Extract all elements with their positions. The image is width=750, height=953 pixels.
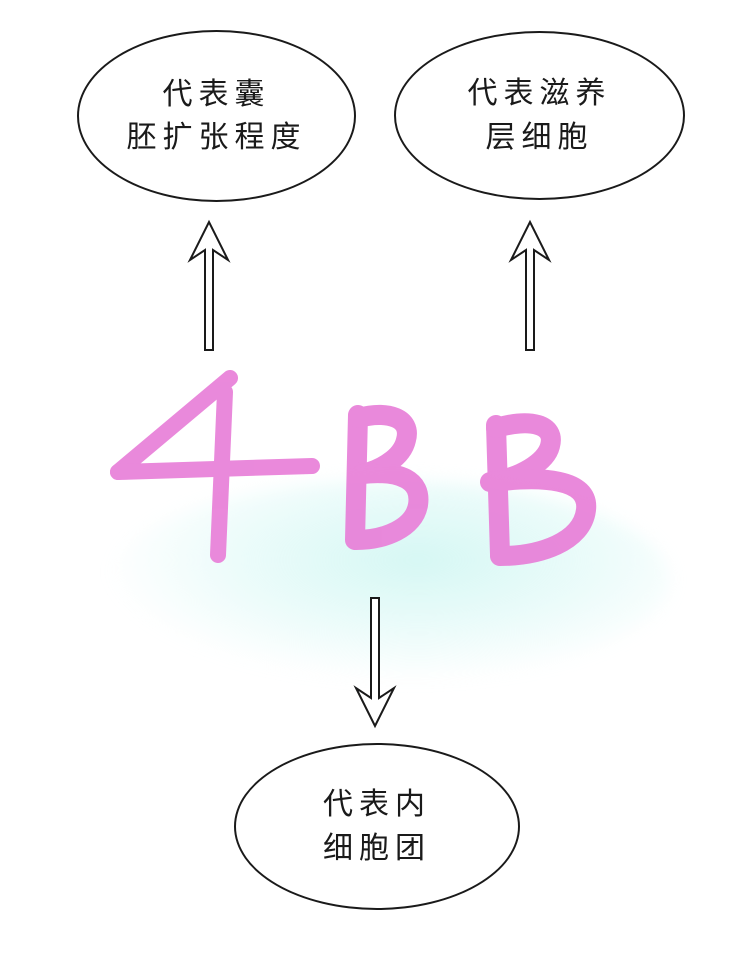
node-trophectoderm: 代表滋养 层细胞 [394,31,685,200]
node-right-line2: 层细胞 [485,119,594,155]
label-b1-glyph [345,405,429,550]
node-blastocyst-expansion: 代表囊 胚扩张程度 [77,30,356,202]
node-bottom-line2: 细胞团 [323,830,431,866]
arrow-up-left-icon [187,219,231,351]
node-bottom-line1: 代表内 [323,787,431,822]
arrow-down-icon [353,597,397,729]
node-left-line1: 代表囊 [162,76,271,112]
label-b2-glyph [480,413,597,566]
node-right-line1: 代表滋养 [467,76,612,111]
node-inner-cell-mass: 代表内 细胞团 [234,743,520,910]
label-4-glyph [110,370,320,563]
node-left-line2: 胚扩张程度 [126,120,307,155]
arrow-up-right-icon [508,219,552,351]
